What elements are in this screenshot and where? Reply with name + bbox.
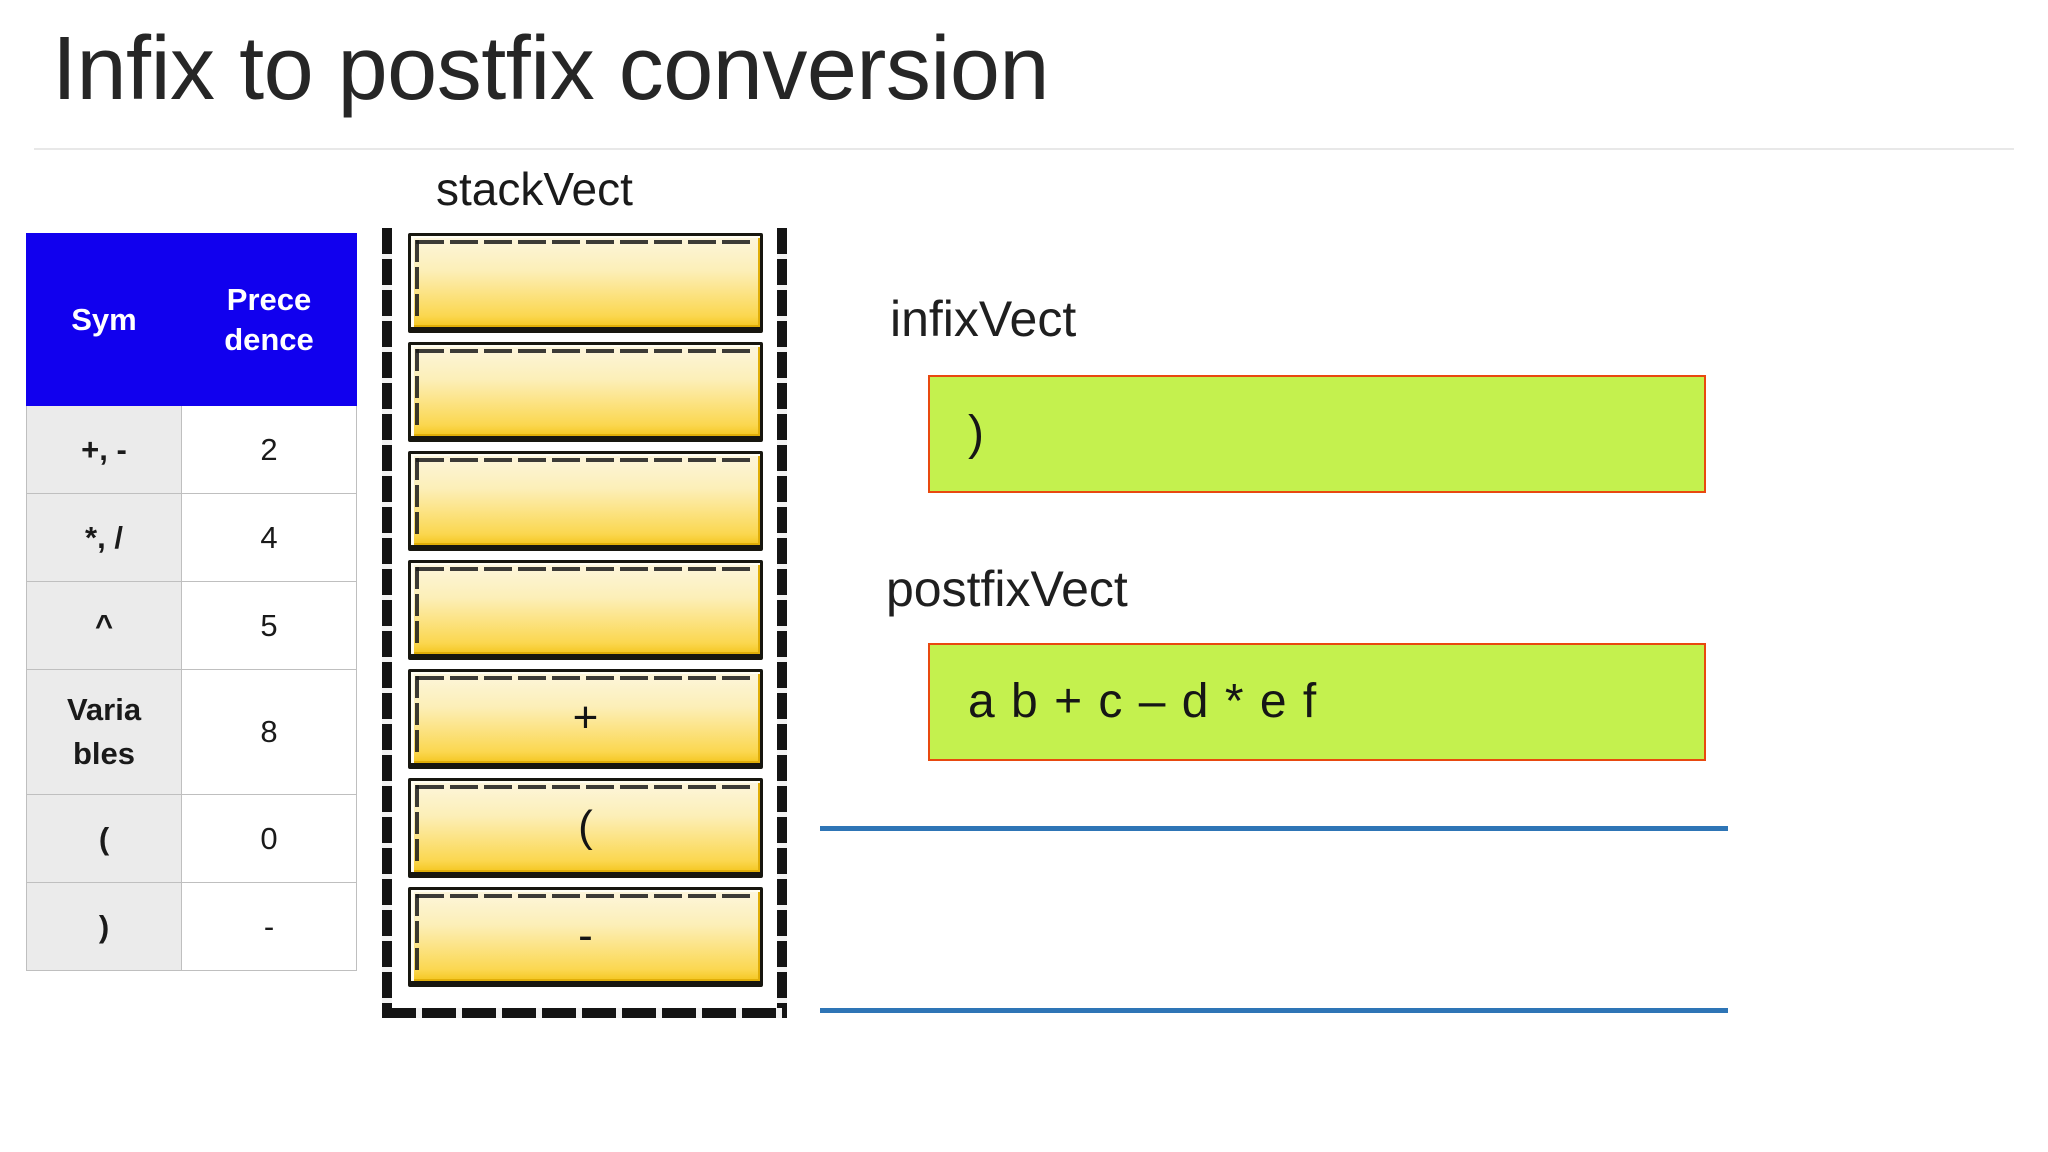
cell-symbol: ( [26,794,182,883]
cell-precedence: 8 [181,669,357,795]
cell-symbol-line1: Varia [66,691,142,727]
table-row: ( 0 [26,794,357,883]
stack-cell: - [408,887,763,987]
column-header-sym: Sym [26,233,182,406]
cell-symbol: *, / [26,493,182,582]
stack-label: stackVect [436,163,633,215]
cell-precedence: - [181,882,357,971]
table-row: *, / 4 [26,493,357,582]
infix-vector-box: ) [928,375,1706,493]
infix-vector-label: infixVect [890,291,1077,347]
stack-cell [408,560,763,660]
stack-diagram: + ( - [378,228,790,1018]
cell-symbol: ) [26,882,182,971]
stack-cell-list: + ( - [408,233,763,996]
cell-symbol: Varia bles [26,669,182,795]
postfix-vector-content: a b + c – d * e f [968,675,1318,728]
stack-cell: ( [408,778,763,878]
stack-cell [408,342,763,442]
divider-line-bottom [820,1008,1728,1013]
operator-precedence-table: Sym Prece dence +, - 2 *, / 4 ^ 5 [26,233,357,971]
cell-symbol: +, - [26,405,182,494]
table-row: Varia bles 8 [26,669,357,795]
cell-precedence: 4 [181,493,357,582]
stack-rail-bottom [382,1008,787,1018]
column-header-precedence-line2: dence [224,321,314,357]
title-divider [34,148,2014,150]
stack-rail-right [777,228,787,1018]
column-header-precedence: Prece dence [181,233,357,406]
column-header-precedence-line1: Prece [226,281,312,317]
stack-cell-value: - [578,910,593,960]
cell-symbol: ^ [26,581,182,670]
stack-frame [378,228,790,1018]
table-row: ^ 5 [26,581,357,670]
stack-cell: + [408,669,763,769]
table-row: +, - 2 [26,405,357,494]
table-header-row: Sym Prece dence [26,233,357,406]
postfix-vector-box: a b + c – d * e f [928,643,1706,761]
infix-vector-content: ) [968,407,986,460]
cell-symbol-line2: bles [72,736,136,771]
stack-cell-value: + [572,692,599,742]
postfix-vector-label: postfixVect [886,561,1128,617]
stack-rail-left [382,228,392,1018]
page-title: Infix to postfix conversion [52,19,1049,119]
divider-line-top [820,826,1728,831]
stack-cell [408,233,763,333]
stack-cell-value: ( [578,801,593,851]
stack-cell [408,451,763,551]
cell-precedence: 2 [181,405,357,494]
table-row: ) - [26,882,357,971]
cell-precedence: 0 [181,794,357,883]
cell-precedence: 5 [181,581,357,670]
